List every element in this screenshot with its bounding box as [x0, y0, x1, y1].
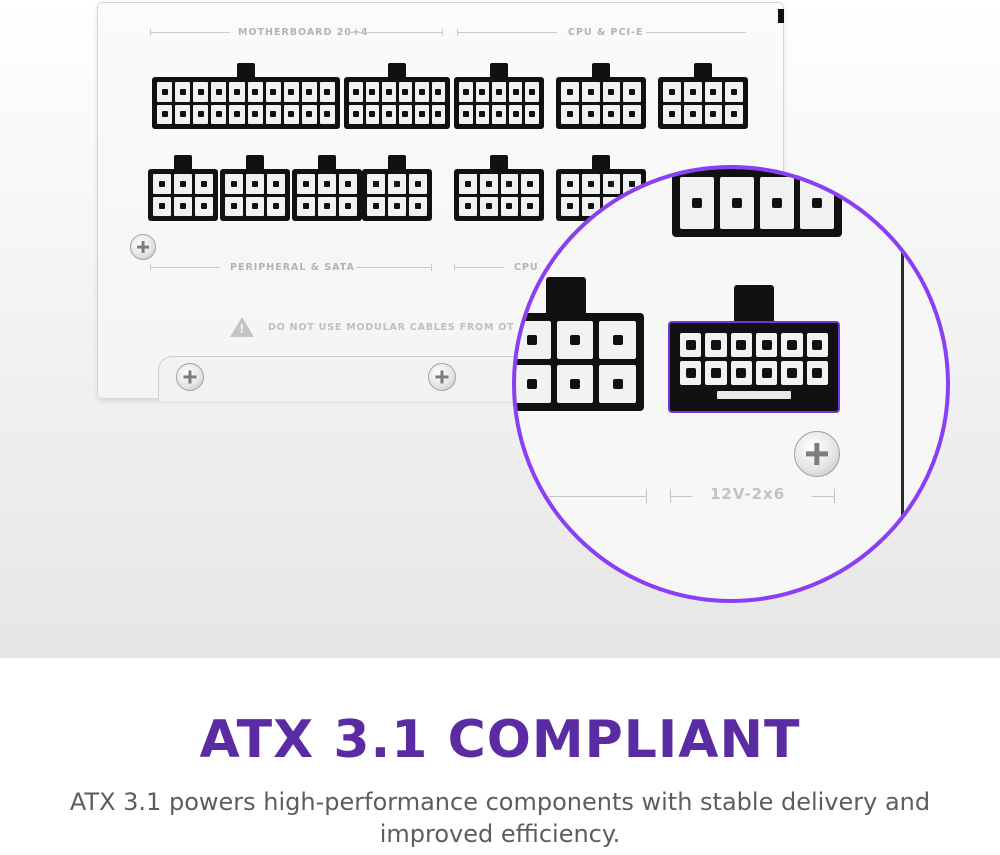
peripheral-connector [148, 155, 218, 221]
panel-edge [901, 244, 904, 524]
product-photo: MOTHERBOARD 20+4 CPU & PCI-E PERIPHERAL … [0, 0, 1000, 658]
screw-icon [428, 363, 456, 391]
12v-2x6-connector [668, 321, 840, 413]
motherboard-24pin-connector [152, 63, 340, 129]
label-cpu-pcie-bottom: CPU [514, 262, 539, 273]
psu-modular-panel: MOTHERBOARD 20+4 CPU & PCI-E PERIPHERAL … [97, 2, 799, 401]
magnifier-callout: 12V-2x6 [512, 165, 950, 603]
zoomed-connector-latch [734, 285, 774, 325]
warning-text: DO NOT USE MODULAR CABLES FROM OT [268, 322, 515, 333]
zoomed-connector-latch [546, 277, 586, 317]
label-motherboard: MOTHERBOARD 20+4 [238, 27, 369, 38]
label-peripheral-sata: PERIPHERAL & SATA [230, 262, 355, 273]
peripheral-connector [292, 155, 362, 221]
peripheral-connector [220, 155, 290, 221]
cpu-pcie-connector [454, 155, 544, 221]
peripheral-connector [362, 155, 432, 221]
description: ATX 3.1 powers high-performance componen… [69, 788, 931, 848]
label-12v-2x6: 12V-2x6 [710, 485, 786, 503]
screw-icon [130, 234, 156, 260]
sense-pins [717, 391, 791, 399]
motherboard-aux-connector [344, 63, 450, 129]
label-cpu-pcie-top: CPU & PCI-E [568, 27, 644, 38]
screw-icon [794, 431, 840, 477]
screw-icon [176, 363, 204, 391]
zoomed-cpu-connector [672, 169, 842, 237]
warning-icon [230, 317, 254, 337]
cpu-pcie-connector [658, 63, 748, 129]
cpu-pcie-connector [556, 63, 646, 129]
panel-corner-clip [778, 9, 784, 23]
zoomed-pcie-connector [516, 313, 644, 411]
cpu-pcie-connector [454, 63, 544, 129]
headline: ATX 3.1 COMPLIANT [199, 710, 801, 770]
